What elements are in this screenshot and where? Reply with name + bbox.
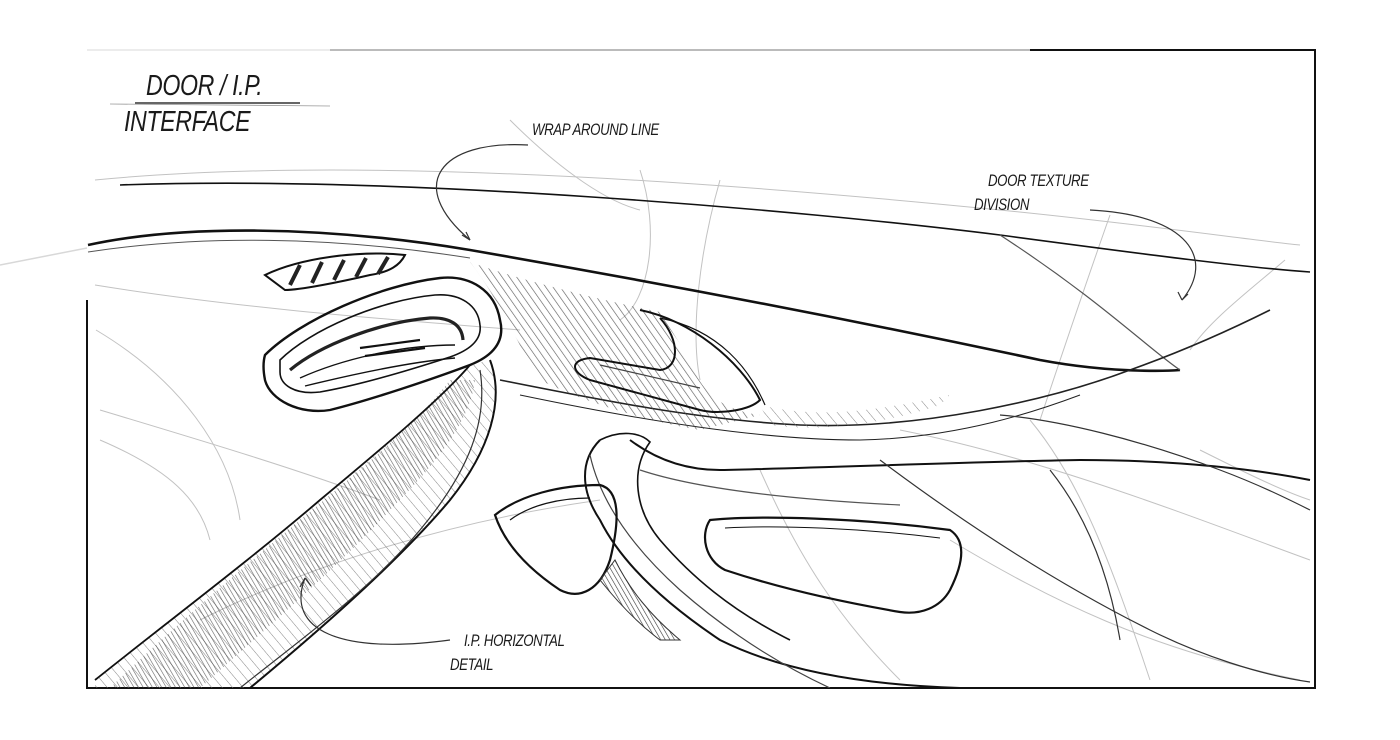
door-handle	[574, 309, 766, 413]
door-texture-note-line1: DOOR TEXTURE	[988, 171, 1089, 190]
lower-panel	[584, 432, 1311, 688]
title-underlines	[109, 102, 331, 107]
wrap-around-line-note: WRAP AROUND LINE	[532, 120, 659, 139]
main-air-vent	[262, 276, 503, 413]
edge-stroke	[0, 247, 88, 266]
console-pocket	[493, 483, 682, 641]
ip-horizontal-note-line2: DETAIL	[450, 655, 494, 674]
storage-cutout	[703, 516, 963, 614]
ip-top-line	[87, 182, 1311, 373]
title-line1: DOOR / I.P.	[146, 70, 263, 102]
annotation-arrows	[299, 144, 1197, 645]
door-texture-note-line2: DIVISION	[974, 195, 1030, 214]
ip-horizontal-note-line1: I.P. HORIZONTAL	[464, 631, 565, 650]
title-line2: INTERFACE	[124, 106, 251, 138]
right-door-lines	[879, 414, 1311, 683]
wrap-hatch-lower	[760, 395, 950, 428]
wrap-hatch	[470, 262, 760, 430]
upper-vent	[263, 252, 407, 292]
door-column	[94, 359, 497, 688]
frame-border	[86, 49, 1316, 689]
